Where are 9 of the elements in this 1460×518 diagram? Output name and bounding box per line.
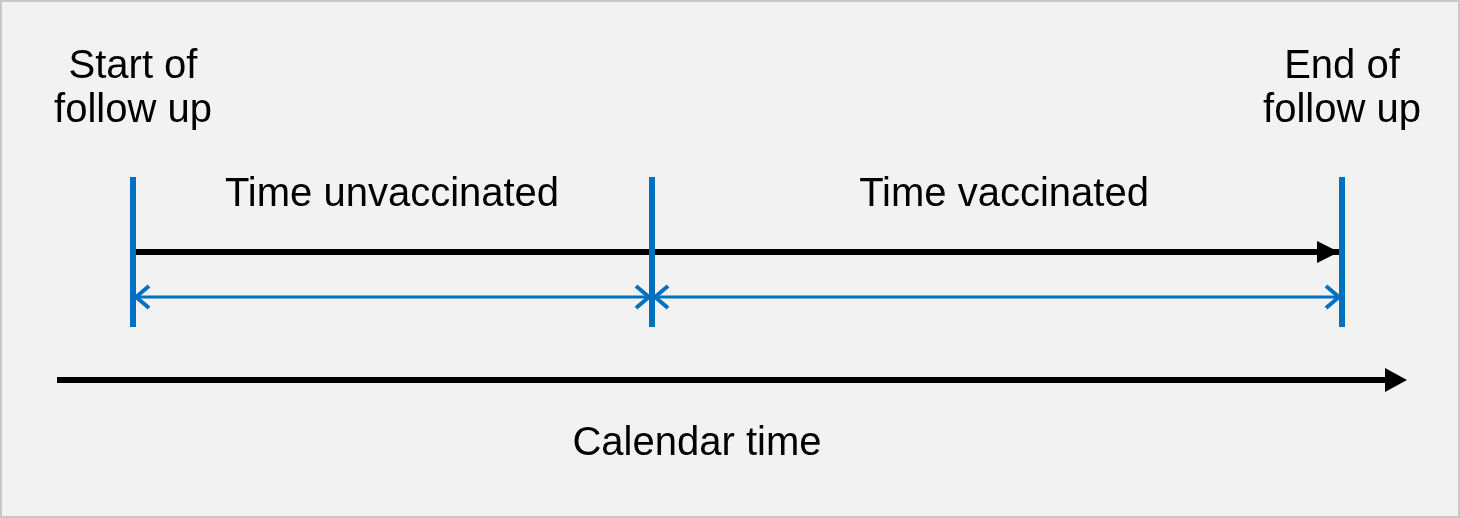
milestone-label: Start of follow up — [53, 42, 213, 130]
milestone-label: End of follow up — [1262, 42, 1422, 130]
period-label: Time unvaccinated — [223, 170, 561, 214]
marker-bar — [649, 177, 655, 327]
arrow — [136, 241, 1339, 263]
period-label: Time vaccinated — [858, 170, 1150, 214]
double-arrow — [134, 284, 651, 310]
double-arrow — [653, 284, 1341, 310]
axis-label: Calendar time — [571, 419, 823, 463]
